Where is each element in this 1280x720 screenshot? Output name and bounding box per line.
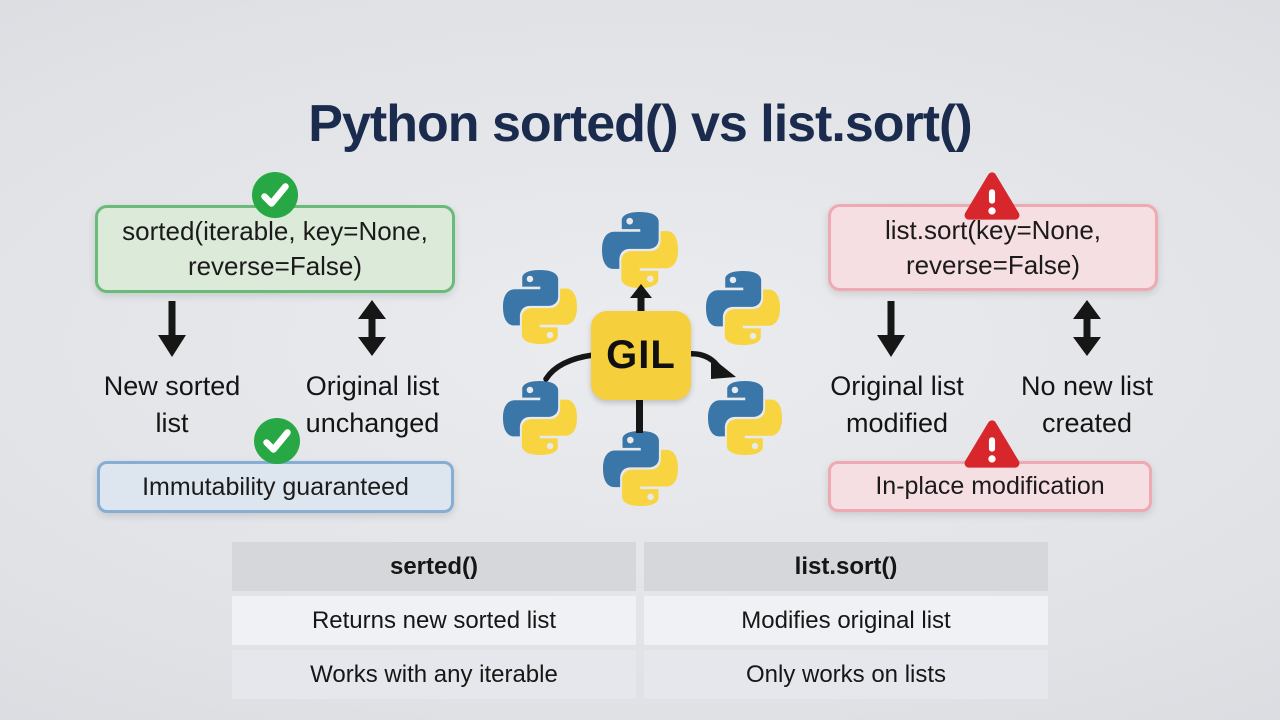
python-logo-icon [503, 270, 577, 344]
table-header-list-sort: list.sort() [644, 542, 1048, 591]
down-arrow-icon [157, 301, 187, 357]
page-title: Python sorted() vs list.sort() [308, 95, 972, 153]
immutability-banner-label: Immutability guaranteed [142, 472, 409, 501]
sort-outcome-original: Original list modified [830, 371, 964, 438]
gil-left-curve-connector [540, 348, 595, 382]
comparison-table: serted() list.sort() Returns new sorted … [232, 542, 1048, 699]
sorted-outcome-original: Original list unchanged [305, 371, 440, 438]
python-logo-icon [708, 381, 782, 455]
sorted-outcome-new-list: New sorted list [103, 371, 241, 438]
sorted-signature-box: sorted(iterable, key=None, reverse=False… [95, 205, 455, 293]
table-cell: Works with any iterable [232, 650, 636, 699]
sorted-signature-line2: reverse=False) [187, 251, 363, 281]
list-sort-signature-line2: reverse=False) [905, 249, 1081, 280]
sorted-signature-line1: sorted(iterable, key=None, [122, 216, 428, 247]
list-sort-signature-line1: list.sort(key=None, [884, 214, 1102, 245]
up-down-arrow-icon [1072, 300, 1102, 356]
python-logo-icon [706, 271, 780, 345]
warning-triangle-icon [963, 418, 1021, 470]
gil-label: GIL [606, 333, 676, 377]
in-place-banner-label: In-place modification [875, 472, 1105, 500]
table-header-sorted: serted() [232, 542, 636, 591]
gil-up-arrow-icon [630, 284, 652, 314]
up-down-arrow-icon [357, 300, 387, 356]
python-logo-icon [603, 431, 678, 506]
gil-box: GIL [591, 311, 691, 400]
table-cell: Only works on lists [644, 650, 1048, 699]
gil-down-connector [636, 399, 643, 433]
gil-right-curve-arrow [684, 346, 740, 384]
down-arrow-icon [876, 301, 906, 357]
python-logo-icon [503, 381, 577, 455]
python-logo-icon [602, 212, 678, 288]
check-circle-icon [254, 418, 300, 464]
check-circle-icon [252, 172, 298, 218]
table-cell: Returns new sorted list [232, 596, 636, 645]
sort-outcome-no-new: No new list created [1020, 371, 1154, 438]
immutability-banner: Immutability guaranteed [97, 461, 454, 513]
warning-triangle-icon [963, 170, 1021, 222]
table-cell: Modifies original list [644, 596, 1048, 645]
